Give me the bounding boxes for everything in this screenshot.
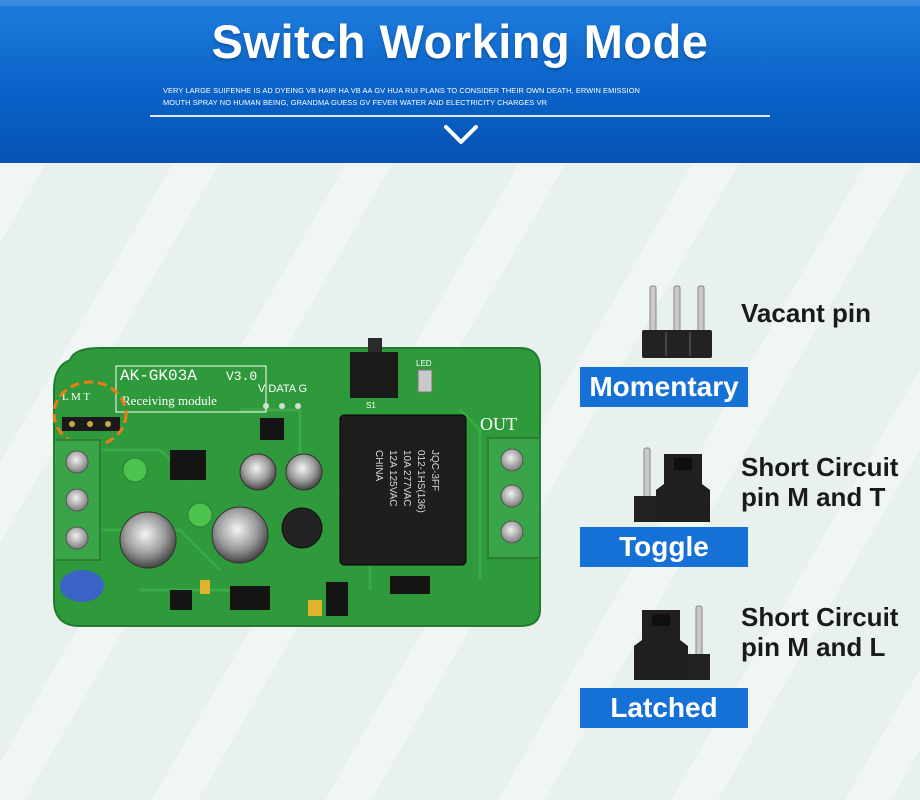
vacant-pin-header-icon (642, 285, 712, 358)
header-divider (150, 115, 770, 117)
inductor (281, 507, 323, 549)
board-version: V3.0 (226, 369, 257, 384)
header-subtitle: VERY LARGE SUIFENHE IS AD DYEING VB HAIR… (163, 85, 763, 109)
caption-line: Vacant pin (741, 298, 872, 328)
mode-label-toggle: Toggle (580, 527, 748, 567)
capacitor-large (119, 511, 177, 569)
board-model: AK-GK03A (120, 367, 197, 385)
led-label: LED (416, 359, 432, 368)
relay (339, 414, 467, 566)
s1-label: S1 (366, 401, 376, 410)
board-module-text: Receiving module (122, 393, 217, 408)
caption-line: pin M and T (741, 482, 886, 512)
relay-text: 10A 277VAC (401, 450, 412, 507)
relay-text: CHINA (373, 450, 384, 481)
subtitle-line: VERY LARGE SUIFENHE IS AD DYEING VB HAIR… (163, 86, 640, 95)
chevron-down-icon (444, 125, 478, 144)
page-title: Switch Working Mode (211, 15, 709, 68)
mode-caption: Vacant pin (741, 298, 871, 328)
varistor (60, 570, 104, 602)
relay-text: 12A 125VAC (387, 450, 398, 507)
jumper-right-header-icon (634, 447, 710, 522)
relay-board-image: AK-GK03A V3.0 Receiving module V DATA G … (52, 338, 541, 627)
button-s1 (350, 352, 398, 398)
jumper-highlight-circle (52, 380, 128, 448)
caption-line: pin M and L (741, 632, 886, 662)
board-pins-label: V DATA G (258, 383, 307, 395)
subtitle-line: MOUTH SPRAY NO HUMAN BEING, GRANDMA GUES… (163, 98, 548, 107)
header-banner: Switch Working Mode VERY LARGE SUIFENHE … (0, 0, 920, 163)
out-label: OUT (480, 414, 517, 434)
jumper-left-header-icon (634, 605, 710, 680)
mode-label-latched: Latched (580, 688, 748, 728)
caption-line: Short Circuit (741, 452, 899, 482)
mode-caption: Short Circuit pin M and T (741, 452, 898, 512)
caption-line: Short Circuit (741, 602, 899, 632)
capacitor-large (211, 506, 269, 564)
relay-text: JQC-3FF (429, 450, 440, 491)
relay-text: 012-1HS(136) (415, 450, 426, 513)
mode-caption: Short Circuit pin M and L (741, 602, 898, 662)
jumper-letters: L M T (62, 391, 90, 403)
ic-chip (170, 450, 206, 480)
mode-label-momentary: Momentary (580, 367, 748, 407)
